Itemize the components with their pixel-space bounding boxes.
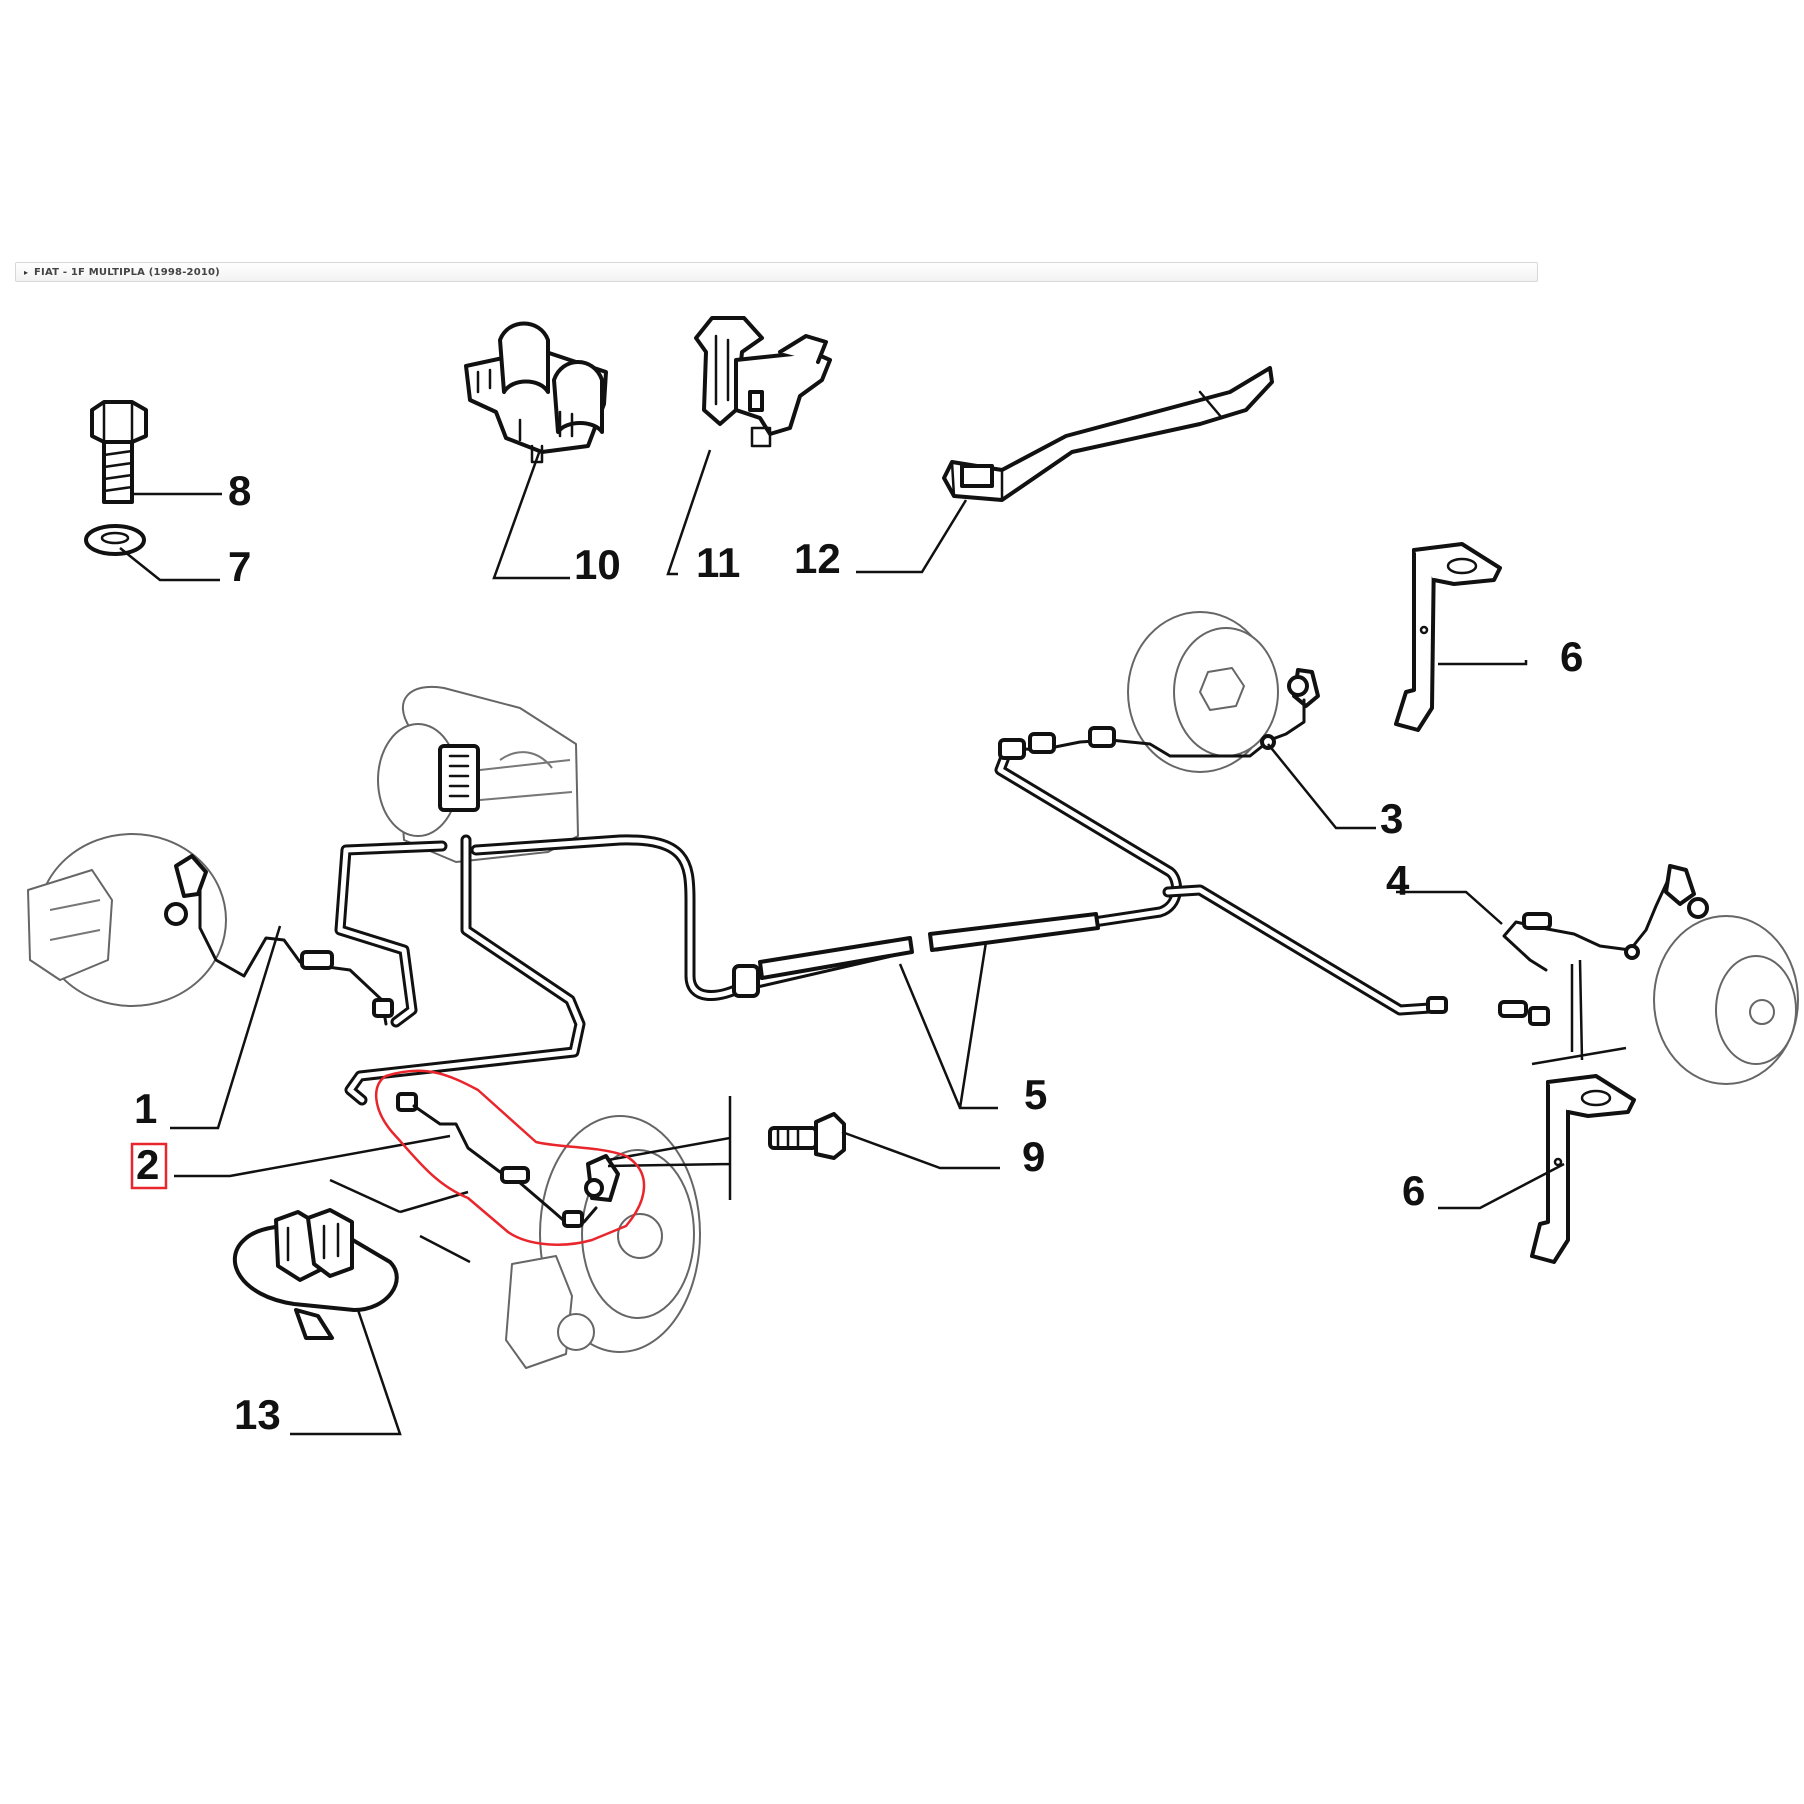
callout-4[interactable]: 4	[1386, 857, 1410, 904]
leader-lines	[119, 449, 1627, 1436]
selected-callout-box	[130, 1142, 168, 1190]
part-12-strap[interactable]	[942, 366, 1274, 502]
callout-13[interactable]: 13	[234, 1391, 281, 1438]
callout-2[interactable]: 2	[136, 1141, 159, 1188]
part-3-rear-sensor-top[interactable]	[998, 668, 1320, 760]
part-2-front-right-sensor[interactable]	[396, 1092, 620, 1228]
part-6-bracket-lower[interactable]	[1530, 1074, 1636, 1264]
callout-7[interactable]: 7	[228, 543, 251, 590]
breadcrumb-label: FIAT - 1F MULTIPLA (1998-2010)	[34, 266, 220, 278]
part-6-bracket-upper[interactable]	[1394, 542, 1502, 732]
callout-11[interactable]: 11	[696, 539, 740, 586]
part-5-pipe-sleeves[interactable]	[732, 912, 1100, 998]
callout-1[interactable]: 1	[134, 1085, 157, 1132]
callout-6-lower[interactable]: 6	[1402, 1167, 1425, 1214]
callout-5[interactable]: 5	[1024, 1071, 1047, 1118]
rear-right-brake-drum-top	[1127, 611, 1279, 773]
part-11-clip-bracket[interactable]	[694, 316, 832, 448]
part-4-rear-sensor[interactable]	[1426, 864, 1709, 1026]
part-13-fastener-clip[interactable]	[232, 1208, 399, 1340]
callout-10[interactable]: 10	[574, 541, 621, 588]
callout-8[interactable]: 8	[228, 467, 251, 514]
callout-3[interactable]: 3	[1380, 795, 1403, 842]
callout-9[interactable]: 9	[1022, 1133, 1045, 1180]
rear-right-brake-drum	[1653, 915, 1799, 1085]
brake-pipes	[334, 738, 1436, 1106]
selected-part-highlight	[374, 1069, 646, 1246]
part-10-double-clip[interactable]	[464, 321, 608, 464]
abs-hydraulic-unit	[377, 685, 579, 863]
part-9-screw[interactable]	[768, 1112, 846, 1160]
breadcrumb-arrow-icon: ▸	[24, 267, 29, 277]
part-1-front-left-sensor[interactable]	[164, 854, 394, 1026]
callout-12[interactable]: 12	[794, 535, 841, 582]
part-7-washer[interactable]	[84, 524, 146, 556]
breadcrumb[interactable]: ▸ FIAT - 1F MULTIPLA (1998-2010)	[15, 262, 1538, 282]
callout-6-upper[interactable]: 6	[1560, 633, 1583, 680]
part-8-bolt[interactable]	[90, 400, 148, 504]
